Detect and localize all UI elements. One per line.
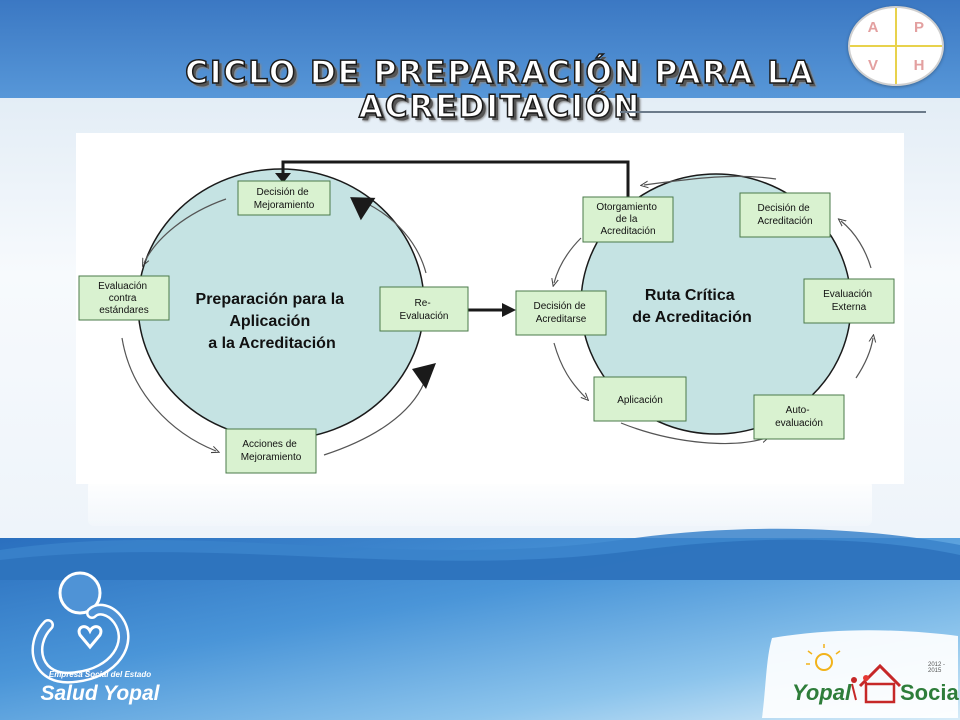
- slide-title: Ciclo de Preparación para la Acreditació…: [184, 55, 815, 125]
- svg-text:Acciones de Mejoramien: Acciones de Mejoramiento: [241, 439, 302, 463]
- feedback-arrow: [275, 160, 630, 197]
- box-decision-acreditacion: Decisión de Acreditación: [739, 192, 831, 238]
- box-decision-acreditarse: Decisión de Acreditarse: [515, 290, 607, 336]
- accreditation-cycle-diagram: Preparación para la Aplicación a la Acre…: [76, 133, 904, 484]
- logo-right-word-yopal: Yopal: [792, 680, 852, 705]
- box-acciones-mejoramiento: Acciones de Mejoramiento: [225, 428, 317, 474]
- svg-text:Decisión de Acreditars: Decisión de Acreditarse: [533, 301, 588, 325]
- box-decision-mejoramiento: Decisión de Mejoramiento: [237, 180, 331, 216]
- svg-text:Decisión de Acreditaci: Decisión de Acreditación: [757, 203, 812, 227]
- svg-text:Evaluación Externa: Evaluación Externa: [823, 289, 875, 313]
- left-center-label: Preparación para la Aplicación a la Acre…: [196, 291, 349, 352]
- left-cycle-arrows: [121, 198, 427, 456]
- svg-text:Re- Evaluación: Re- Evaluación: [400, 298, 449, 322]
- pdca-letter-p: P: [913, 18, 924, 36]
- logo-left-name: Salud Yopal: [40, 682, 160, 705]
- logo-left-subtitle: Empresa Social del Estado: [48, 670, 152, 679]
- svg-text:Auto- evaluación: Auto- evaluación: [775, 405, 823, 429]
- box-otorgamiento: Otorgamiento de la Acreditación: [582, 196, 674, 243]
- footer-wave: [0, 528, 960, 580]
- box-evaluacion-externa: Evaluación Externa: [803, 278, 895, 324]
- right-center-label: Ruta Crítica de Acreditación: [632, 287, 751, 326]
- pdca-cycle-icon: A P V H: [848, 6, 944, 86]
- right-cycle-arrows: [554, 175, 873, 445]
- svg-text:Evaluación contra: Evaluación contra estándares: [98, 281, 150, 316]
- title-underline: [620, 111, 926, 113]
- logo-right-years: 2012 - 2015: [928, 662, 946, 674]
- diagram-reflection: [88, 480, 872, 526]
- box-re-evaluacion: Re- Evaluación: [379, 286, 469, 332]
- pdca-letter-a: A: [867, 18, 879, 36]
- header-band: [0, 0, 960, 98]
- box-evaluacion-estandares: Evaluación contra estándares: [78, 275, 170, 321]
- pdca-letter-v: V: [867, 56, 878, 74]
- svg-text:Aplicación: Aplicación: [617, 395, 663, 406]
- svg-text:Decisión de Mejoramien: Decisión de Mejoramiento: [254, 187, 315, 211]
- left-cycle-arrowhead-up: [412, 363, 436, 389]
- salud-yopal-logo-icon: [31, 571, 130, 684]
- box-auto-evaluacion: Auto- evaluación: [753, 394, 845, 440]
- left-cycle-arrowhead-top: [350, 197, 376, 221]
- svg-text:Otorgamiento de la: Otorgamiento de la Acreditación: [596, 202, 659, 237]
- diagram-svg: Preparación para la Aplicación a la Acre…: [78, 160, 895, 474]
- pdca-letter-h: H: [913, 56, 925, 74]
- yopal-social-logo-icon: [762, 630, 958, 718]
- box-aplicacion: Aplicación: [593, 376, 687, 422]
- logo-right-word-social: Social: [900, 680, 960, 705]
